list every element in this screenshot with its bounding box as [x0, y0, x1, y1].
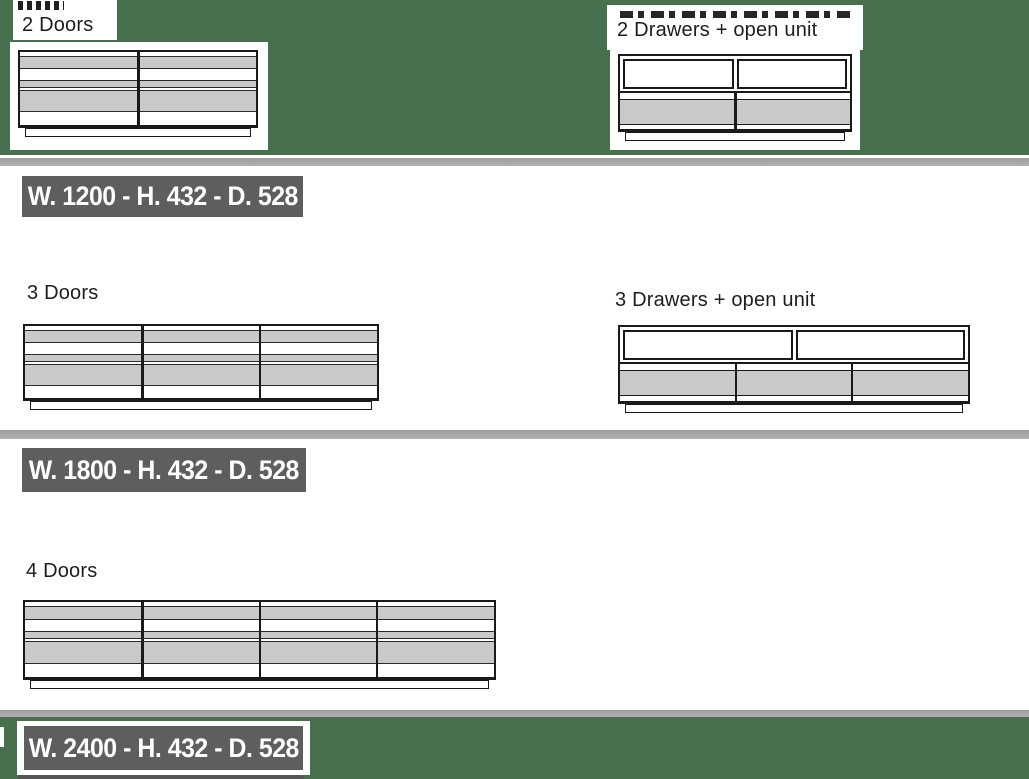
drawer-divider: [734, 364, 738, 401]
cabinet-plinth: [625, 132, 845, 141]
cabinet-drawing-2-doors: [18, 50, 258, 137]
dimension-text: W. 2400 - H. 432 - D. 528: [28, 732, 299, 763]
door-slat: [25, 362, 377, 364]
section-divider-bar-1: [0, 158, 1029, 166]
drawer-front: [620, 371, 968, 396]
cabinet-body: [18, 50, 258, 128]
variant-label-2-drawers-open-unit: 2 Drawers + open unit: [617, 19, 818, 41]
door-slat: [25, 354, 377, 362]
variant-label-4-doors: 4 Doors: [26, 560, 98, 582]
edge-artifact: [0, 727, 4, 747]
dimension-text: W. 1800 - H. 432 - D. 528: [28, 454, 300, 485]
cropped-text-artifact-left: [18, 1, 64, 10]
open-compartment: [736, 59, 847, 89]
cabinet-body: [618, 54, 852, 132]
open-unit-row: [620, 56, 850, 89]
cabinet-drawing-3-doors: [23, 324, 379, 410]
door-divider: [141, 326, 144, 398]
drawer-divider: [850, 364, 854, 401]
open-compartment: [795, 330, 965, 360]
dimension-text: W. 1200 - H. 432 - D. 528: [27, 181, 298, 211]
variant-label-3-doors: 3 Doors: [27, 282, 99, 304]
drawer-base-rail: [620, 396, 968, 401]
drawer-section: [620, 362, 968, 401]
variant-label-3-drawers-open-unit: 3 Drawers + open unit: [615, 289, 816, 311]
door-slat: [25, 343, 377, 354]
door-slat: [25, 326, 377, 330]
open-compartment: [623, 59, 734, 89]
door-divider: [258, 602, 261, 677]
cabinet-drawing-2-drawers-open-unit: [618, 54, 852, 141]
cabinet-body: [23, 324, 379, 401]
door-slat: [25, 330, 377, 343]
door-divider: [375, 602, 379, 677]
dimension-badge-1800: W. 1800 - H. 432 - D. 528: [22, 448, 306, 492]
cabinet-plinth: [625, 404, 963, 413]
open-compartment: [623, 330, 793, 360]
cabinet-plinth: [30, 680, 489, 689]
section-divider-bar-3: [0, 710, 1029, 717]
drawer-section: [620, 91, 850, 129]
cabinet-plinth: [30, 401, 372, 410]
cabinet-drawing-3-drawers-open-unit: [618, 325, 970, 413]
variant-label-2-doors: 2 Doors: [22, 14, 94, 36]
cabinet-body: [618, 325, 970, 404]
cropped-next-badge-artifact: [18, 775, 304, 779]
door-divider: [141, 602, 144, 677]
drawer-top-rail: [620, 364, 968, 371]
section-divider-bar-2: [0, 430, 1029, 439]
door-divider: [258, 326, 262, 398]
dimension-badge-2400: W. 2400 - H. 432 - D. 528: [24, 726, 303, 770]
door-divider: [137, 52, 140, 125]
door-slat: [25, 386, 377, 398]
cabinet-body: [23, 600, 496, 680]
door-slat: [25, 364, 377, 386]
cabinet-plinth: [25, 128, 251, 137]
open-unit-row: [620, 327, 968, 360]
cropped-text-artifact-right: [620, 11, 850, 18]
dimension-badge-1200: W. 1200 - H. 432 - D. 528: [22, 176, 303, 217]
drawer-divider: [734, 93, 737, 129]
cabinet-drawing-4-doors: [23, 600, 496, 689]
